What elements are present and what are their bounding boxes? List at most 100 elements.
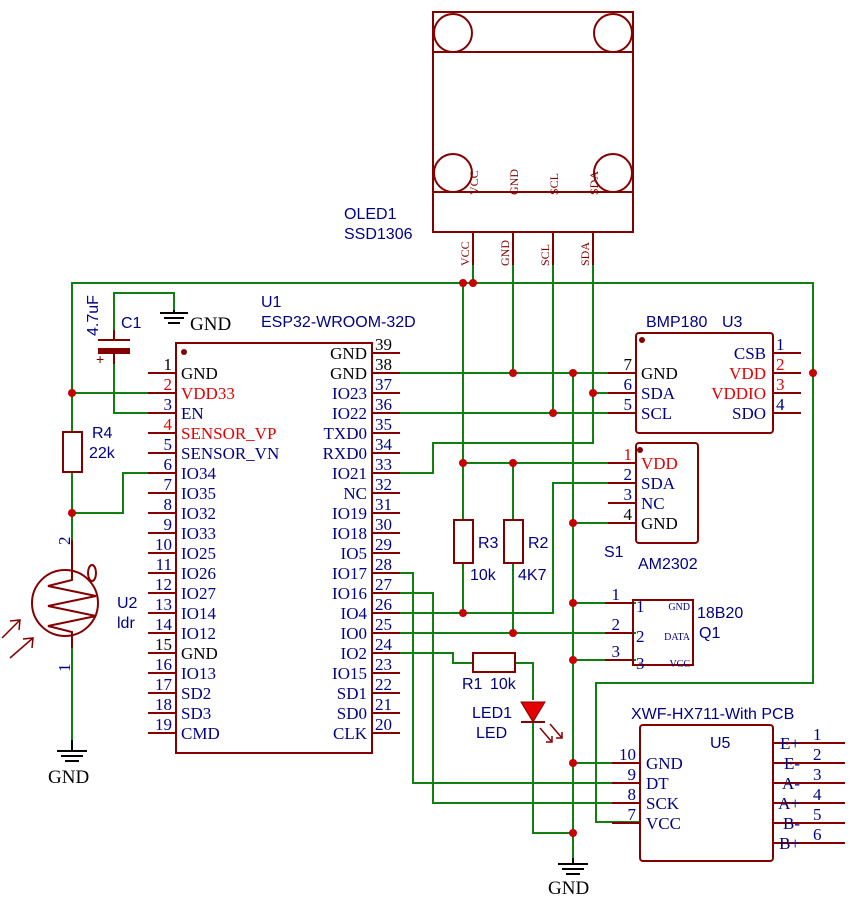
pin-name: SDA bbox=[641, 474, 676, 493]
pin-name: SENSOR_VN bbox=[181, 444, 279, 463]
pin-name: GND bbox=[181, 644, 218, 663]
pin-name: IO35 bbox=[181, 484, 216, 503]
pin-name: DT bbox=[646, 774, 669, 793]
mount-hole bbox=[433, 153, 473, 193]
pin-number: 1 bbox=[612, 585, 621, 604]
esp32-value: ESP32-WROOM-32D bbox=[261, 314, 416, 331]
pin-number: 8 bbox=[164, 495, 173, 514]
pin-number: 17 bbox=[155, 675, 173, 694]
pin-number: 2 bbox=[776, 355, 785, 374]
am2302-ref: S1 bbox=[604, 544, 624, 561]
junction-dot bbox=[509, 369, 517, 377]
oled-pin-label-outer: VCC bbox=[458, 241, 472, 266]
pin-name: E+ bbox=[780, 734, 800, 753]
ldr-value: ldr bbox=[117, 615, 135, 632]
ldr-pin-bottom: 1 bbox=[55, 664, 74, 673]
pin-number: 4 bbox=[624, 505, 633, 524]
junction-dot bbox=[569, 369, 577, 377]
pin-number: 3 bbox=[612, 642, 621, 661]
pin-number: 9 bbox=[164, 515, 173, 534]
junction-dots bbox=[68, 279, 817, 837]
pin-number: 33 bbox=[375, 455, 392, 474]
ldr-pin-top: 2 bbox=[55, 537, 74, 546]
mount-hole bbox=[593, 153, 633, 193]
led-icon bbox=[520, 701, 546, 723]
pin-name: GND bbox=[646, 754, 683, 773]
pin-number: 1 bbox=[624, 445, 633, 464]
pin-number: 39 bbox=[375, 335, 392, 354]
pin-name: IO13 bbox=[181, 664, 216, 683]
r3-value: 10k bbox=[470, 567, 497, 584]
oled-pin-label-outer: SDA bbox=[578, 242, 592, 266]
pin-number: 2 bbox=[612, 615, 621, 634]
pin-name: VDD bbox=[641, 454, 678, 473]
pin-number: 35 bbox=[375, 415, 392, 434]
pin-number: 20 bbox=[375, 715, 392, 734]
hx711-value: XWF-HX711-With PCB bbox=[631, 706, 794, 723]
pin-number: 24 bbox=[375, 635, 393, 654]
r2-ref: R2 bbox=[528, 535, 549, 552]
pin-name: IO33 bbox=[181, 524, 216, 543]
pin-name: CMD bbox=[181, 724, 220, 743]
pin-name: SD2 bbox=[181, 684, 211, 703]
junction-dot bbox=[809, 369, 817, 377]
pin-number: 14 bbox=[155, 615, 173, 634]
pin-name: IO17 bbox=[332, 564, 367, 583]
oled-ref: OLED1 bbox=[344, 206, 397, 223]
pin-number-inner: 1 bbox=[636, 597, 645, 616]
oled-pin-label-inner: SDA bbox=[587, 171, 601, 195]
pin-name: IO16 bbox=[332, 584, 367, 603]
pin-name: A+ bbox=[778, 794, 800, 813]
pin-number: 26 bbox=[375, 595, 392, 614]
pin-name: SENSOR_VP bbox=[181, 424, 276, 443]
pin-name: B- bbox=[783, 814, 800, 833]
pin-number: 6 bbox=[164, 455, 173, 474]
junction-dot bbox=[569, 599, 577, 607]
pin-number: 3 bbox=[776, 375, 785, 394]
r1-ref: R1 bbox=[462, 676, 483, 693]
pin-number: 15 bbox=[155, 635, 172, 654]
light-arrow-icon bbox=[1, 619, 21, 639]
pin-number: 9 bbox=[628, 765, 637, 784]
oled-pin-label-inner: GND bbox=[507, 169, 521, 195]
pin-name: SD1 bbox=[337, 684, 367, 703]
pin-number: 29 bbox=[375, 535, 392, 554]
pin-number: 10 bbox=[619, 745, 636, 764]
pin-number: 3 bbox=[624, 485, 633, 504]
pin-name: GND bbox=[330, 364, 367, 383]
pin-name: EN bbox=[181, 404, 204, 423]
pin-name: IO27 bbox=[181, 584, 216, 603]
oled-value: SSD1306 bbox=[344, 226, 413, 243]
pin-name: IO25 bbox=[181, 544, 216, 563]
pin-number: 4 bbox=[164, 415, 173, 434]
ds18b20-ref: Q1 bbox=[699, 625, 720, 642]
junction-dot bbox=[469, 279, 477, 287]
ldr-u2: 2 1 U2 ldr bbox=[1, 537, 138, 673]
pin-name: GND bbox=[181, 364, 218, 383]
pin-number: 1 bbox=[776, 335, 785, 354]
pin-name: NC bbox=[343, 484, 367, 503]
pin-name: IO23 bbox=[332, 384, 367, 403]
pin-name: IO26 bbox=[181, 564, 216, 583]
junction-dot bbox=[569, 519, 577, 527]
hx711-ref: U5 bbox=[710, 735, 731, 752]
junction-dot bbox=[509, 629, 517, 637]
pin-number: 28 bbox=[375, 555, 392, 574]
junction-dot bbox=[509, 459, 517, 467]
pin-number: 1 bbox=[164, 355, 173, 374]
oled-outline bbox=[432, 11, 634, 233]
wire-c1-gnd bbox=[113, 292, 175, 338]
pin-number: 37 bbox=[375, 375, 393, 394]
resistor-r1: R1 10k bbox=[462, 652, 517, 693]
pin-name: NC bbox=[641, 494, 665, 513]
pin-number: 11 bbox=[156, 555, 172, 574]
pin-number: 5 bbox=[813, 805, 822, 824]
led1-ref: LED1 bbox=[472, 705, 512, 722]
